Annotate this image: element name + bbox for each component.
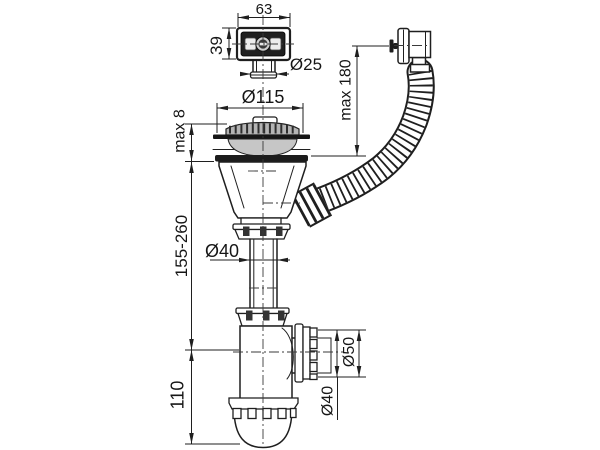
fitting-screw-icon bbox=[389, 39, 398, 53]
dim-outlet-diameter-label: Ø40 bbox=[320, 386, 337, 416]
dim-spigot-diameter-label: Ø25 bbox=[290, 55, 322, 74]
dim-strainer-diameter-label: Ø115 bbox=[242, 87, 285, 107]
strainer-slots bbox=[229, 123, 294, 134]
trap-outlet-nut bbox=[294, 323, 332, 383]
strainer-bowl bbox=[227, 138, 298, 157]
overflow-spigot bbox=[249, 59, 278, 79]
dim-trap-depth-label: 110 bbox=[167, 381, 187, 410]
strainer-basket bbox=[212, 116, 311, 157]
dim-tailpipe-length-label: 155-260 bbox=[172, 215, 191, 277]
dim-overflow-height: 39 bbox=[207, 27, 236, 60]
tailpipe bbox=[249, 238, 278, 309]
funnel-union-nut bbox=[232, 223, 291, 240]
nut-castellations bbox=[246, 310, 285, 321]
dim-overflow-width: 63 bbox=[237, 1, 291, 27]
dim-overflow-height-max-label: max 180 bbox=[338, 59, 355, 120]
dim-outlet-nut-diameter: Ø50 bbox=[318, 329, 366, 378]
dim-tailpipe-diameter: Ø40 bbox=[205, 241, 290, 263]
dim-overflow-height-label: 39 bbox=[207, 36, 226, 55]
outlet-stub bbox=[316, 337, 332, 374]
dim-trap-depth: 110 bbox=[167, 349, 240, 445]
nut-ribs bbox=[309, 327, 318, 381]
dim-deck-thickness-label: max 8 bbox=[172, 109, 189, 153]
dim-tailpipe-length: 155-260 bbox=[172, 162, 194, 350]
dim-outlet-nut-diameter-label: Ø50 bbox=[341, 337, 358, 367]
strainer-crown bbox=[225, 121, 300, 136]
sink-gasket bbox=[215, 155, 308, 162]
dim-outlet-diameter: Ø40 bbox=[320, 377, 338, 420]
dim-tailpipe-diameter-label: Ø40 bbox=[205, 241, 239, 261]
ring-teeth bbox=[232, 407, 297, 420]
dim-deck-thickness: max 8 bbox=[172, 109, 227, 162]
funnel-hose-nut bbox=[291, 182, 333, 228]
trap-union-nut bbox=[235, 307, 290, 327]
overflow-elbow-fitting bbox=[389, 27, 432, 73]
dim-overflow-height-max: max 180 bbox=[311, 45, 389, 157]
dim-spigot-diameter: Ø25 bbox=[240, 55, 322, 77]
trap-bottom-ring bbox=[228, 397, 299, 420]
overflow-hose bbox=[308, 58, 435, 214]
drain-funnel bbox=[218, 161, 307, 226]
fitting-body bbox=[408, 30, 432, 59]
dim-strainer-diameter: Ø115 bbox=[216, 87, 304, 133]
centerlines bbox=[232, 15, 429, 446]
strainer-flange bbox=[213, 134, 310, 139]
trap-body bbox=[239, 325, 298, 401]
dim-overflow-width-label: 63 bbox=[256, 1, 273, 18]
